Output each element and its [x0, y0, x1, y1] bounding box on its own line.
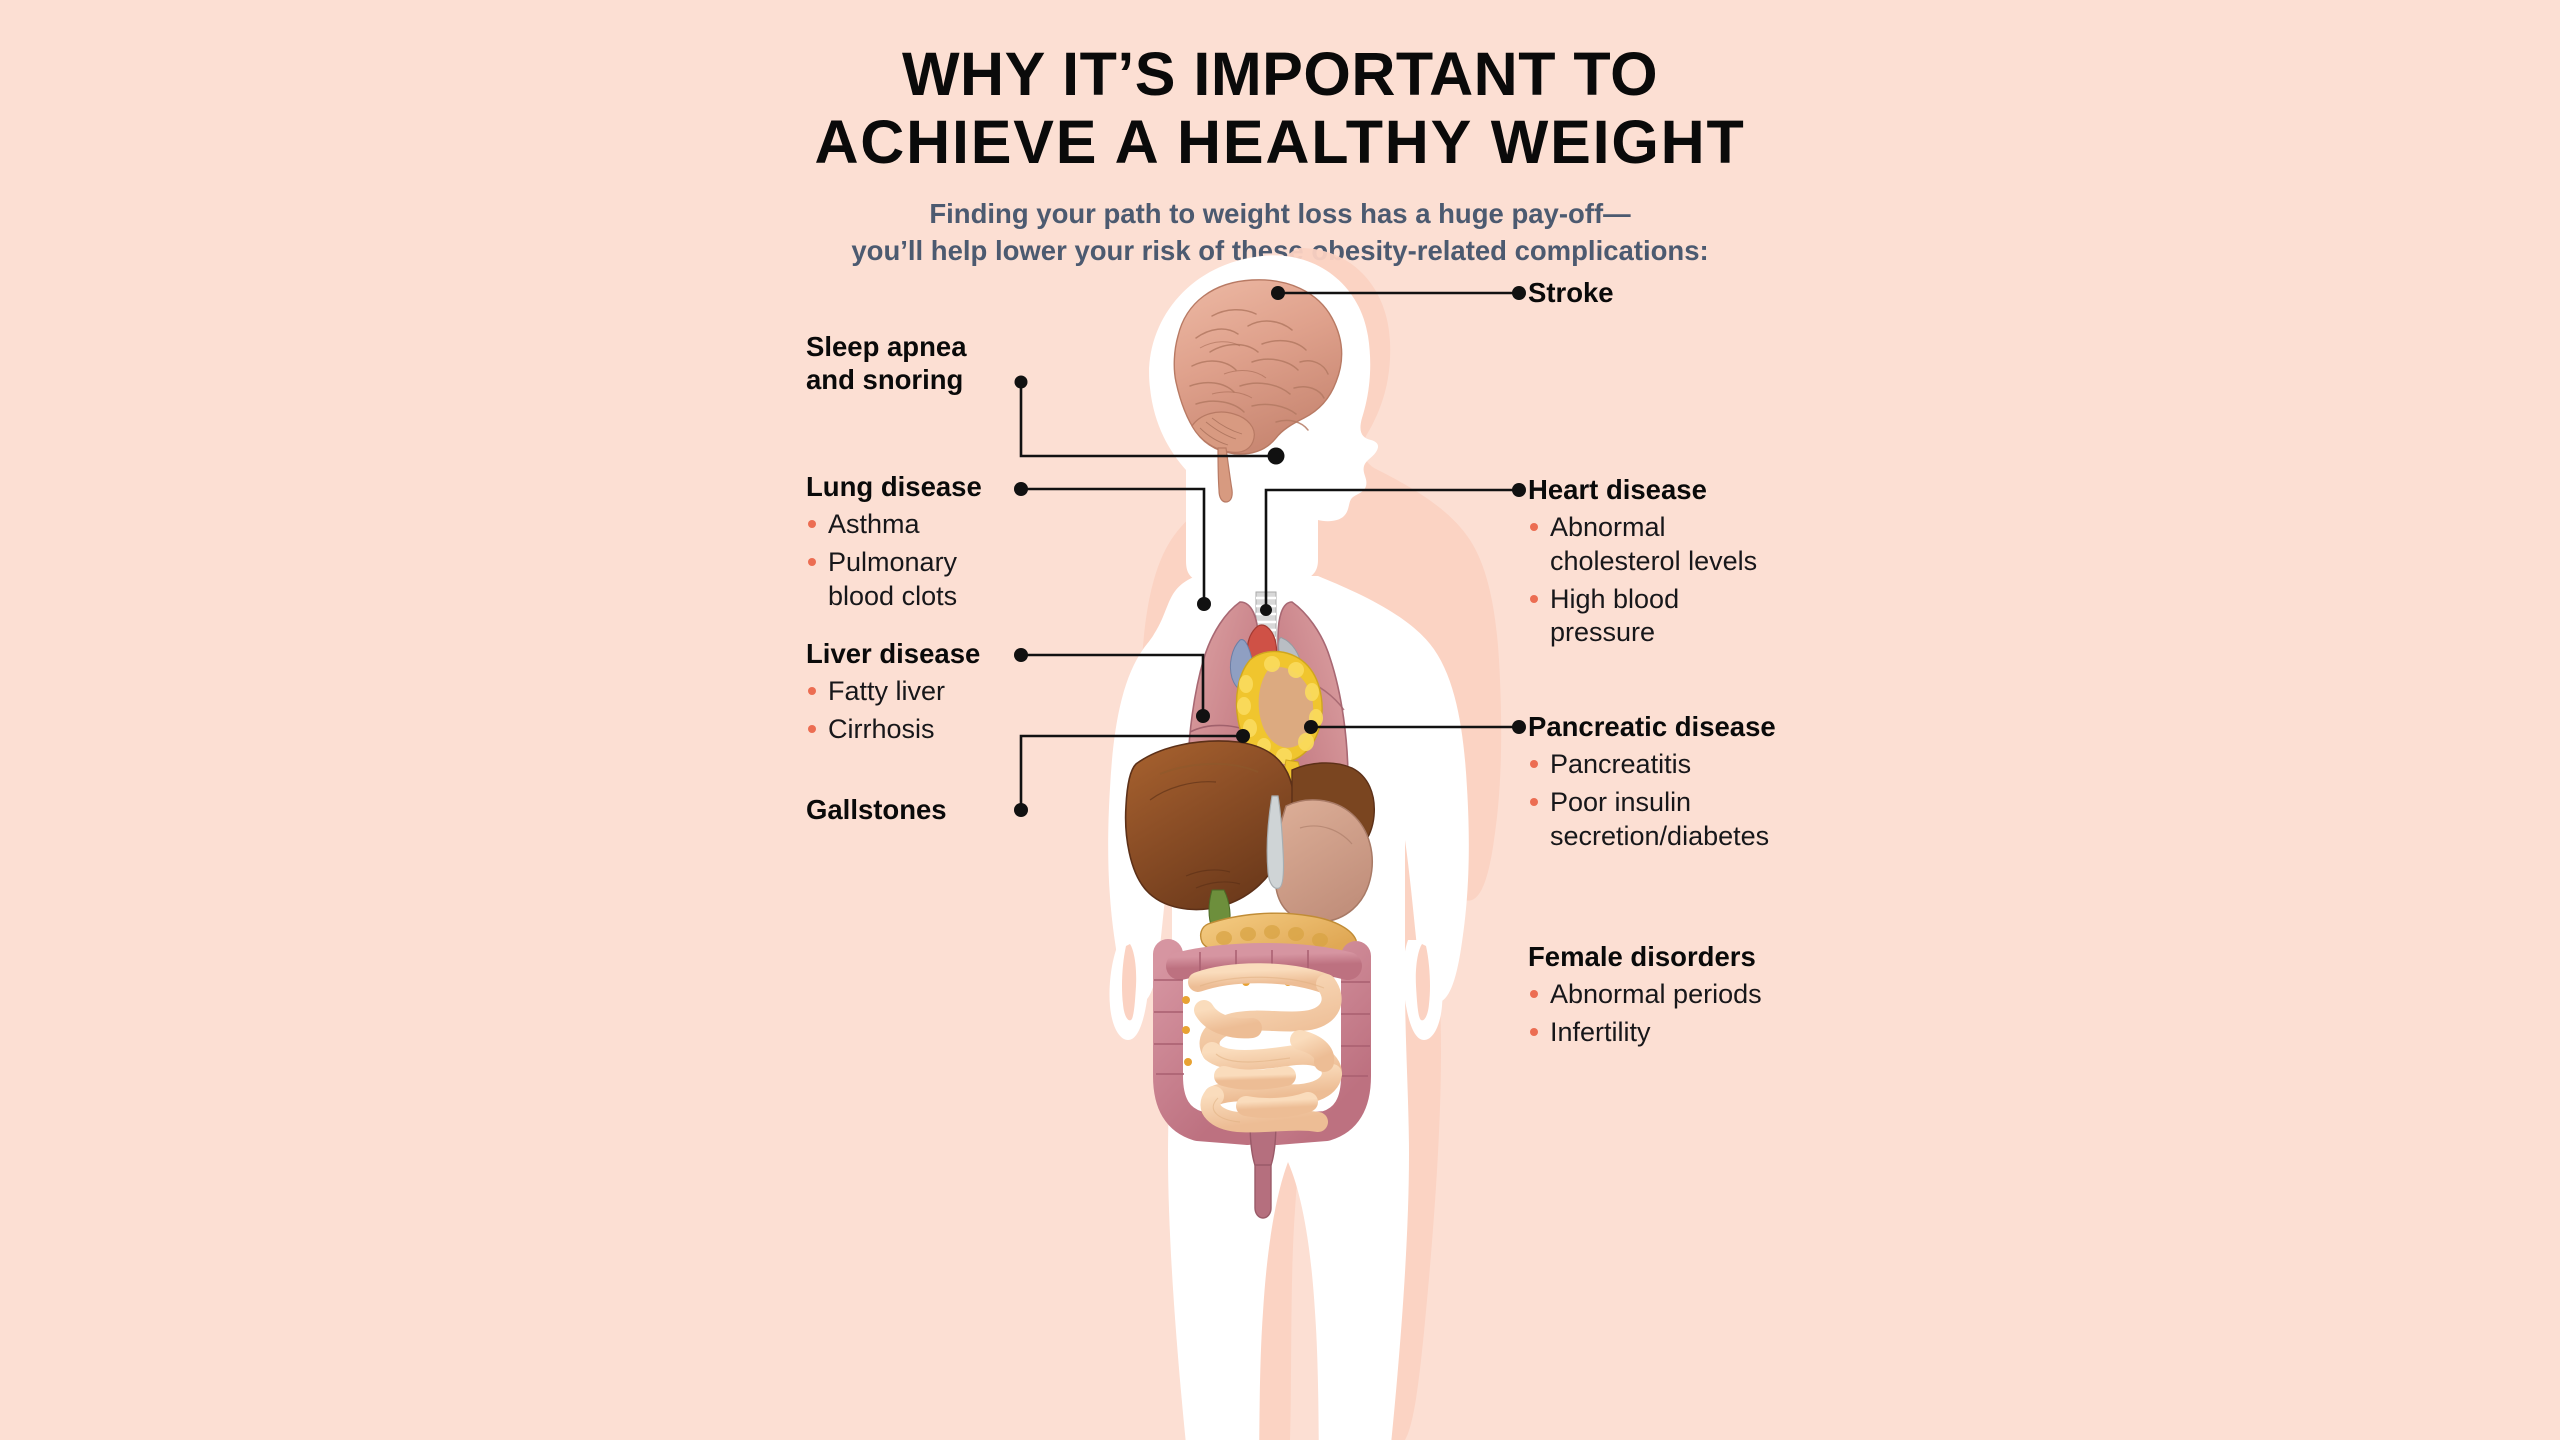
label-lung-disease-list: Asthma Pulmonary blood clots — [806, 508, 982, 613]
label-liver-disease: Liver disease Fatty liver Cirrhosis — [806, 637, 980, 747]
label-heart-disease-list: Abnormal cholesterol levels High blood p… — [1528, 511, 1757, 650]
list-item: Cirrhosis — [806, 713, 980, 747]
header: WHY IT’S IMPORTANT TO ACHIEVE A HEALTHY … — [0, 40, 2560, 269]
list-item-text-cont: pressure — [1550, 617, 1656, 648]
label-pancreatic-disease-title: Pancreatic disease — [1528, 711, 1776, 742]
bullet-dot-icon — [808, 557, 816, 566]
bullet-dot-icon — [1530, 1027, 1538, 1036]
small-intestine-illustration — [1188, 963, 1342, 1133]
label-heart-disease-title: Heart disease — [1528, 474, 1707, 505]
label-liver-disease-list: Fatty liver Cirrhosis — [806, 675, 980, 747]
stomach-illustration — [1266, 795, 1373, 923]
label-stroke-title: Stroke — [1528, 277, 1614, 308]
label-heart-disease: Heart disease Abnormal cholesterol level… — [1528, 473, 1757, 650]
bullet-dot-icon — [1530, 523, 1538, 531]
list-item: Asthma — [806, 508, 982, 542]
list-item-text: Abnormal — [1550, 512, 1666, 542]
list-item: Abnormal periods — [1528, 978, 1762, 1012]
label-lung-disease-title: Lung disease — [806, 471, 982, 502]
label-stroke: Stroke — [1528, 276, 1614, 309]
page-title: WHY IT’S IMPORTANT TO ACHIEVE A HEALTHY … — [0, 40, 2560, 177]
list-item-text: Poor insulin — [1550, 786, 1692, 817]
list-item-text-cont: secretion/diabetes — [1550, 820, 1770, 851]
label-sleep-apnea: Sleep apnea and snoring — [806, 330, 967, 396]
label-gallstones-title: Gallstones — [806, 794, 947, 825]
bullet-dot-icon — [1530, 990, 1538, 998]
label-female-disorders-list: Abnormal periods Infertility — [1528, 978, 1762, 1050]
list-item-text: Pulmonary — [828, 546, 958, 577]
label-sleep-apnea-title-line2: and snoring — [806, 364, 964, 395]
page-title-line2: ACHIEVE A HEALTHY WEIGHT — [814, 108, 1746, 177]
list-item-text-cont: blood clots — [828, 580, 958, 611]
label-lung-disease: Lung disease Asthma Pulmonary blood clot… — [806, 470, 982, 613]
list-item-text: Pancreatitis — [1550, 749, 1692, 779]
bullet-dot-icon — [808, 687, 816, 695]
heart-illustration — [1229, 624, 1323, 816]
page-subtitle-line1: Finding your path to weight loss has a h… — [929, 197, 1631, 229]
label-pancreatic-disease-list: Pancreatitis Poor insulin secretion/diab… — [1528, 748, 1776, 853]
bullet-dot-icon — [1530, 594, 1538, 603]
label-pancreatic-disease: Pancreatic disease Pancreatitis Poor ins… — [1528, 710, 1776, 853]
list-item: Infertility — [1528, 1016, 1762, 1050]
list-item: Pancreatitis — [1528, 748, 1776, 782]
list-item: Abnormal cholesterol levels — [1528, 511, 1757, 579]
list-item-text: Fatty liver — [828, 676, 946, 706]
list-item: High blood pressure — [1528, 583, 1757, 651]
list-item-text: Cirrhosis — [828, 713, 935, 744]
page-title-line1: WHY IT’S IMPORTANT TO — [901, 40, 1659, 108]
page-subtitle: Finding your path to weight loss has a h… — [0, 195, 2560, 270]
bullet-dot-icon — [808, 520, 816, 528]
label-female-disorders: Female disorders Abnormal periods Infert… — [1528, 940, 1762, 1050]
bullet-dot-icon — [1530, 797, 1538, 806]
list-item-text: High blood — [1550, 583, 1680, 614]
label-female-disorders-title: Female disorders — [1528, 941, 1756, 972]
bullet-dot-icon — [808, 724, 816, 733]
list-item: Fatty liver — [806, 675, 980, 709]
list-item: Poor insulin secretion/diabetes — [1528, 786, 1776, 854]
label-gallstones: Gallstones — [806, 793, 947, 826]
human-body-illustration — [1000, 240, 1560, 1440]
label-sleep-apnea-title-line1: Sleep apnea — [806, 331, 967, 362]
list-item-text: Asthma — [828, 509, 920, 539]
list-item-text-cont: cholesterol levels — [1550, 545, 1758, 576]
label-sleep-apnea-title: Sleep apnea and snoring — [806, 330, 967, 396]
list-item-text: Infertility — [1550, 1016, 1651, 1047]
list-item-text: Abnormal periods — [1550, 979, 1762, 1009]
bullet-dot-icon — [1530, 760, 1538, 768]
list-item: Pulmonary blood clots — [806, 546, 982, 614]
label-liver-disease-title: Liver disease — [806, 638, 981, 669]
